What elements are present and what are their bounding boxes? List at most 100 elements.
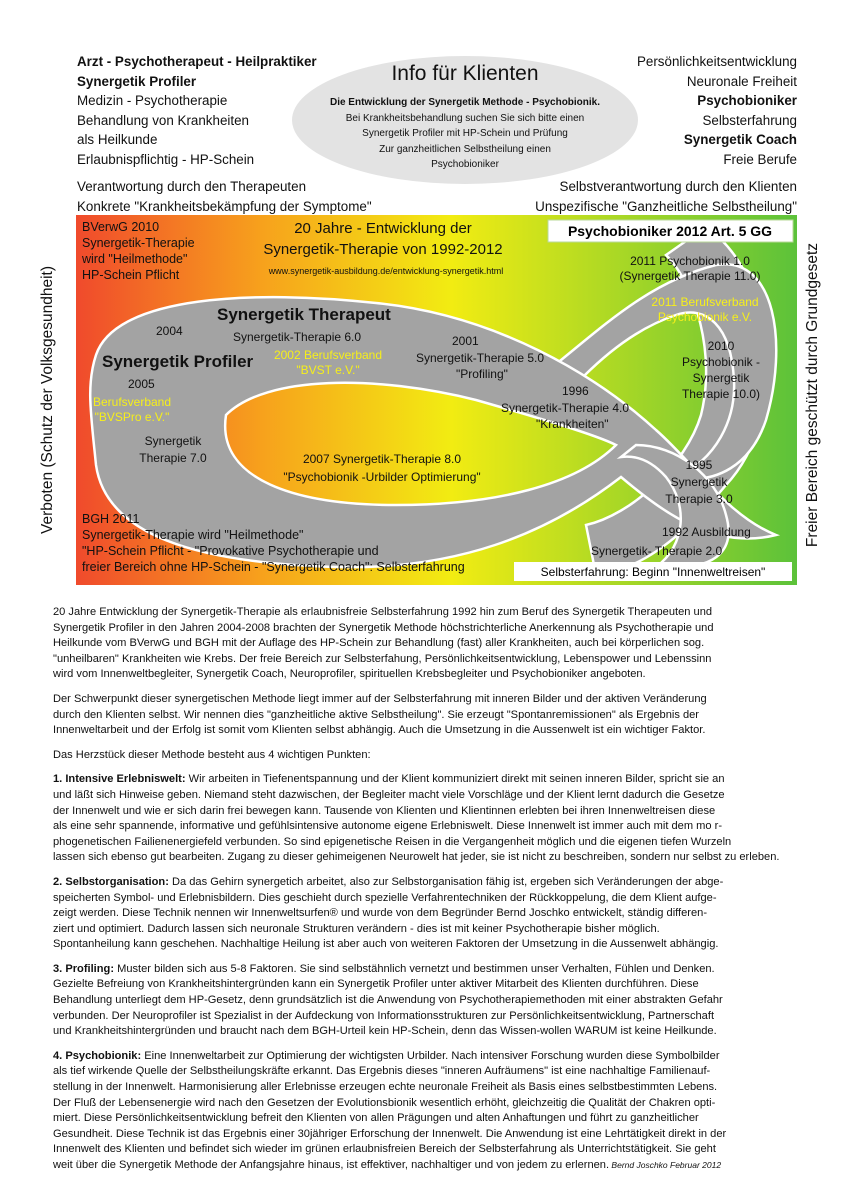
info-line: Synergetik Profiler mit HP-Schein und Pr… (362, 128, 568, 140)
label-bgh: "HP-Schein Pflicht - "Provokative Psycho… (82, 544, 379, 558)
header-left-line: Synergetik Profiler (77, 73, 197, 89)
body-text: 20 Jahre Entwicklung der Synergetik-Ther… (53, 605, 823, 1183)
body-line: Gezielte Befreiung von Krankheitshinterg… (53, 978, 699, 991)
label-verband2011: 2011 Berufsverband (651, 295, 758, 309)
psychobioniker-box-label: Psychobioniker 2012 Art. 5 GG (568, 223, 772, 239)
signature: Bernd Joschko Februar 2012 (609, 1160, 722, 1170)
body-line: als eine sehr spannende, informative und… (53, 820, 723, 833)
point-3: 3. Profiling: Muster bilden sich aus 5-8… (53, 962, 823, 1040)
label-bverwg: wird "Heilmethode" (81, 252, 187, 266)
label-bvst: 2002 Berufsverband (274, 348, 382, 362)
body-line: wird vom Innenweltbegleiter, Synergetik … (53, 668, 646, 681)
paragraph-intro: 20 Jahre Entwicklung der Synergetik-Ther… (53, 605, 823, 683)
label-url: www.synergetik-ausbildung.de/entwicklung… (268, 266, 504, 276)
paragraph-schwerpunkt: Der Schwerpunkt dieser synergetischen Me… (53, 692, 823, 739)
body-line: speicherten Symbol- und Erlebnisbildern.… (53, 891, 717, 904)
body-line: Spontanheilung kann geschehen. Nachhalti… (53, 938, 719, 951)
body-line: phogenetischen Failienenergiefeld verbun… (53, 835, 732, 848)
selbsterfahrung-box-label: Selbsterfahrung: Beginn "Innenweltreisen… (541, 565, 766, 579)
body-line: miert. Diese Persönlichkeitsentwicklung … (53, 1112, 699, 1125)
label-bgh: BGH 2011 (82, 512, 139, 526)
body-line: der Innenwelt und wie er sich darin frei… (53, 804, 716, 817)
point-1: 1. Intensive Erlebniswelt: Wir arbeiten … (53, 772, 823, 866)
body-line: weit über die Synergetik Methode der Anf… (53, 1159, 610, 1171)
pt2-heading: 2. Selbstorganisation: (53, 875, 169, 888)
subheader-right: Selbstverantwortung durch den Klienten U… (535, 177, 797, 216)
header-right-line: Synergetik Coach (683, 132, 797, 147)
label-p2010: Synergetik (693, 371, 751, 385)
header-left-line: Erlaubnispflichtig - HP-Schein (77, 151, 255, 167)
info-oval (292, 56, 638, 184)
label-st4: Synergetik-Therapie 4.0 (501, 401, 629, 415)
pt4-heading: 4. Psychobionik: (53, 1049, 142, 1062)
label-bvst: "BVST e.V." (296, 363, 359, 377)
body-line: lassen sich ebenso gut bearbeiten. Zugan… (53, 851, 780, 864)
subheader-left: Verantwortung durch den Therapeuten Konk… (77, 177, 372, 216)
info-line: Bei Krankheitsbehandlung suchen Sie sich… (345, 112, 585, 124)
label-p2010: Therapie 10.0) (682, 387, 760, 401)
body-line: Eine Innenweltarbeit zur Optimierung der… (141, 1049, 720, 1062)
header-left-line: Behandlung von Krankheiten (77, 112, 249, 128)
label-bvspro: Berufsverband (93, 395, 171, 409)
header-right-line: Freie Berufe (723, 151, 797, 167)
pt1-heading: 1. Intensive Erlebniswelt: (53, 773, 186, 786)
label-p2011: 2011 Psychobionik 1.0 (630, 254, 750, 268)
body-line: Gesundheit. Diese Technik ist das Ergebn… (53, 1127, 727, 1140)
body-line: und läßt sich Hinweise geben. Niemand st… (53, 788, 725, 801)
label-year1996: 1996 (562, 384, 589, 398)
label-p2010: Psychobionik - (682, 355, 760, 369)
label-krankheiten: "Krankheiten" (536, 417, 609, 431)
body-line: als tief wirkende Quelle der Selbstheilu… (53, 1065, 711, 1078)
body-line: 20 Jahre Entwicklung der Synergetik-Ther… (53, 606, 713, 618)
label-st7: Therapie 7.0 (139, 451, 207, 465)
subheader-right-line2: Unspezifische "Ganzheitliche Selbstheilu… (535, 198, 797, 214)
info-title: Info für Klienten (391, 62, 539, 85)
header-right-line: Psychobioniker (697, 93, 797, 108)
label-st7: Synergetik (145, 434, 203, 448)
left-side-label: Verboten (Schutz der Volksgesundheit) (39, 266, 56, 534)
psychobioniker-box (547, 219, 794, 243)
point-2: 2. Selbstorganisation: Da das Gehirn syn… (53, 875, 823, 953)
label-bgh: Synergetik-Therapie wird "Heilmethode" (82, 528, 303, 542)
body-line: Heilkunde vom BVerwG und BGH mit der Auf… (53, 637, 705, 650)
header-right-line: Neuronale Freiheit (686, 73, 797, 89)
info-line: Psychobioniker (431, 159, 499, 171)
body-line: Da das Gehirn synergetich arbeitet, also… (168, 875, 724, 888)
label-p1995: 1995 (686, 458, 713, 472)
label-bverwg: Synergetik-Therapie (82, 236, 195, 250)
info-line: Zur ganzheitlichen Selbstheilung einen (379, 143, 551, 155)
subheader-right-line1: Selbstverantwortung durch den Klienten (559, 179, 797, 194)
label-verband2011: Psychobionik e.V. (658, 310, 752, 324)
label-year2005: 2005 (128, 377, 155, 391)
header-left-line: Arzt - Psychotherapeut - Heilpraktiker (77, 54, 317, 69)
body-line: Muster bilden sich aus 5-8 Faktoren. Sie… (114, 962, 715, 975)
label-ausbildung1992: 1992 Ausbildung (662, 525, 751, 539)
label-p2011: (Synergetik Therapie 11.0) (620, 269, 761, 283)
body-line: "unheilbaren" Krankheiten wie Krebs. Der… (53, 652, 712, 665)
label-year2004: 2004 (156, 324, 183, 338)
label-p1995: Therapie 3.0 (665, 492, 733, 506)
info-lines: Bei Krankheitsbehandlung suchen Sie sich… (300, 111, 630, 173)
subheader-left-line1: Verantwortung durch den Therapeuten (77, 179, 307, 194)
subheader-left-line2: Konkrete "Krankheitsbekämpfung der Sympt… (77, 198, 372, 214)
header-right-line: Persönlichkeitsentwicklung (636, 54, 797, 69)
body-line: Wir arbeiten in Tiefenentspannung und de… (185, 773, 725, 786)
label-bverwg: BVerwG 2010 (82, 220, 159, 234)
right-side-label: Freier Bereich geschützt durch Grundgese… (804, 242, 821, 548)
header-left-line: als Heilkunde (77, 132, 158, 147)
body-line: durch den Klienten selbst. Wir nennen di… (53, 708, 700, 721)
label-title-line1: 20 Jahre - Entwicklung der (294, 220, 472, 237)
selbsterfahrung-box (514, 562, 792, 581)
body-line: und Krankheitshintergründen und braucht … (53, 1025, 717, 1038)
loop-shapes (89, 225, 781, 577)
body-line: Der Fluß der Lebensenergie wird nach den… (53, 1096, 716, 1109)
header-left-line: Medizin - Psychotherapie (77, 93, 228, 108)
body-line: ziert und optimiert. Dadurch lassen sich… (53, 922, 660, 935)
label-bverwg: HP-Schein Pflicht (82, 268, 180, 282)
info-bold-line: Die Entwicklung der Synergetik Methode -… (329, 97, 601, 108)
paragraph-herzstueck: Das Herzstück dieser Methode besteht aus… (53, 748, 371, 761)
label-st2: Synergetik- Therapie 2.0 (591, 544, 723, 558)
